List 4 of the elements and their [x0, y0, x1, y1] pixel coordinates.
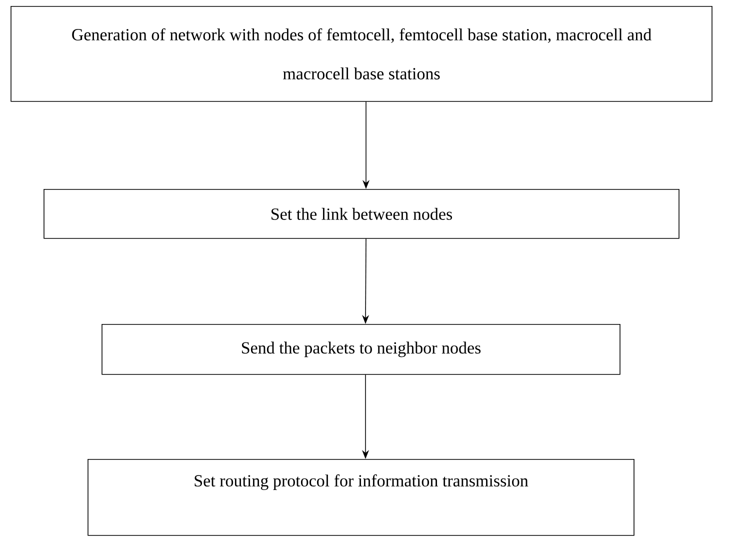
process-box: Send the packets to neighbor nodes: [102, 324, 620, 375]
process-box: Set routing protocol for information transmission: [88, 459, 634, 536]
process-box: Set the link between nodes: [44, 189, 680, 239]
process-box: Generation of network with nodes of femtocell, femtocell base station, macrocell and macrocell base stations: [10, 6, 712, 102]
